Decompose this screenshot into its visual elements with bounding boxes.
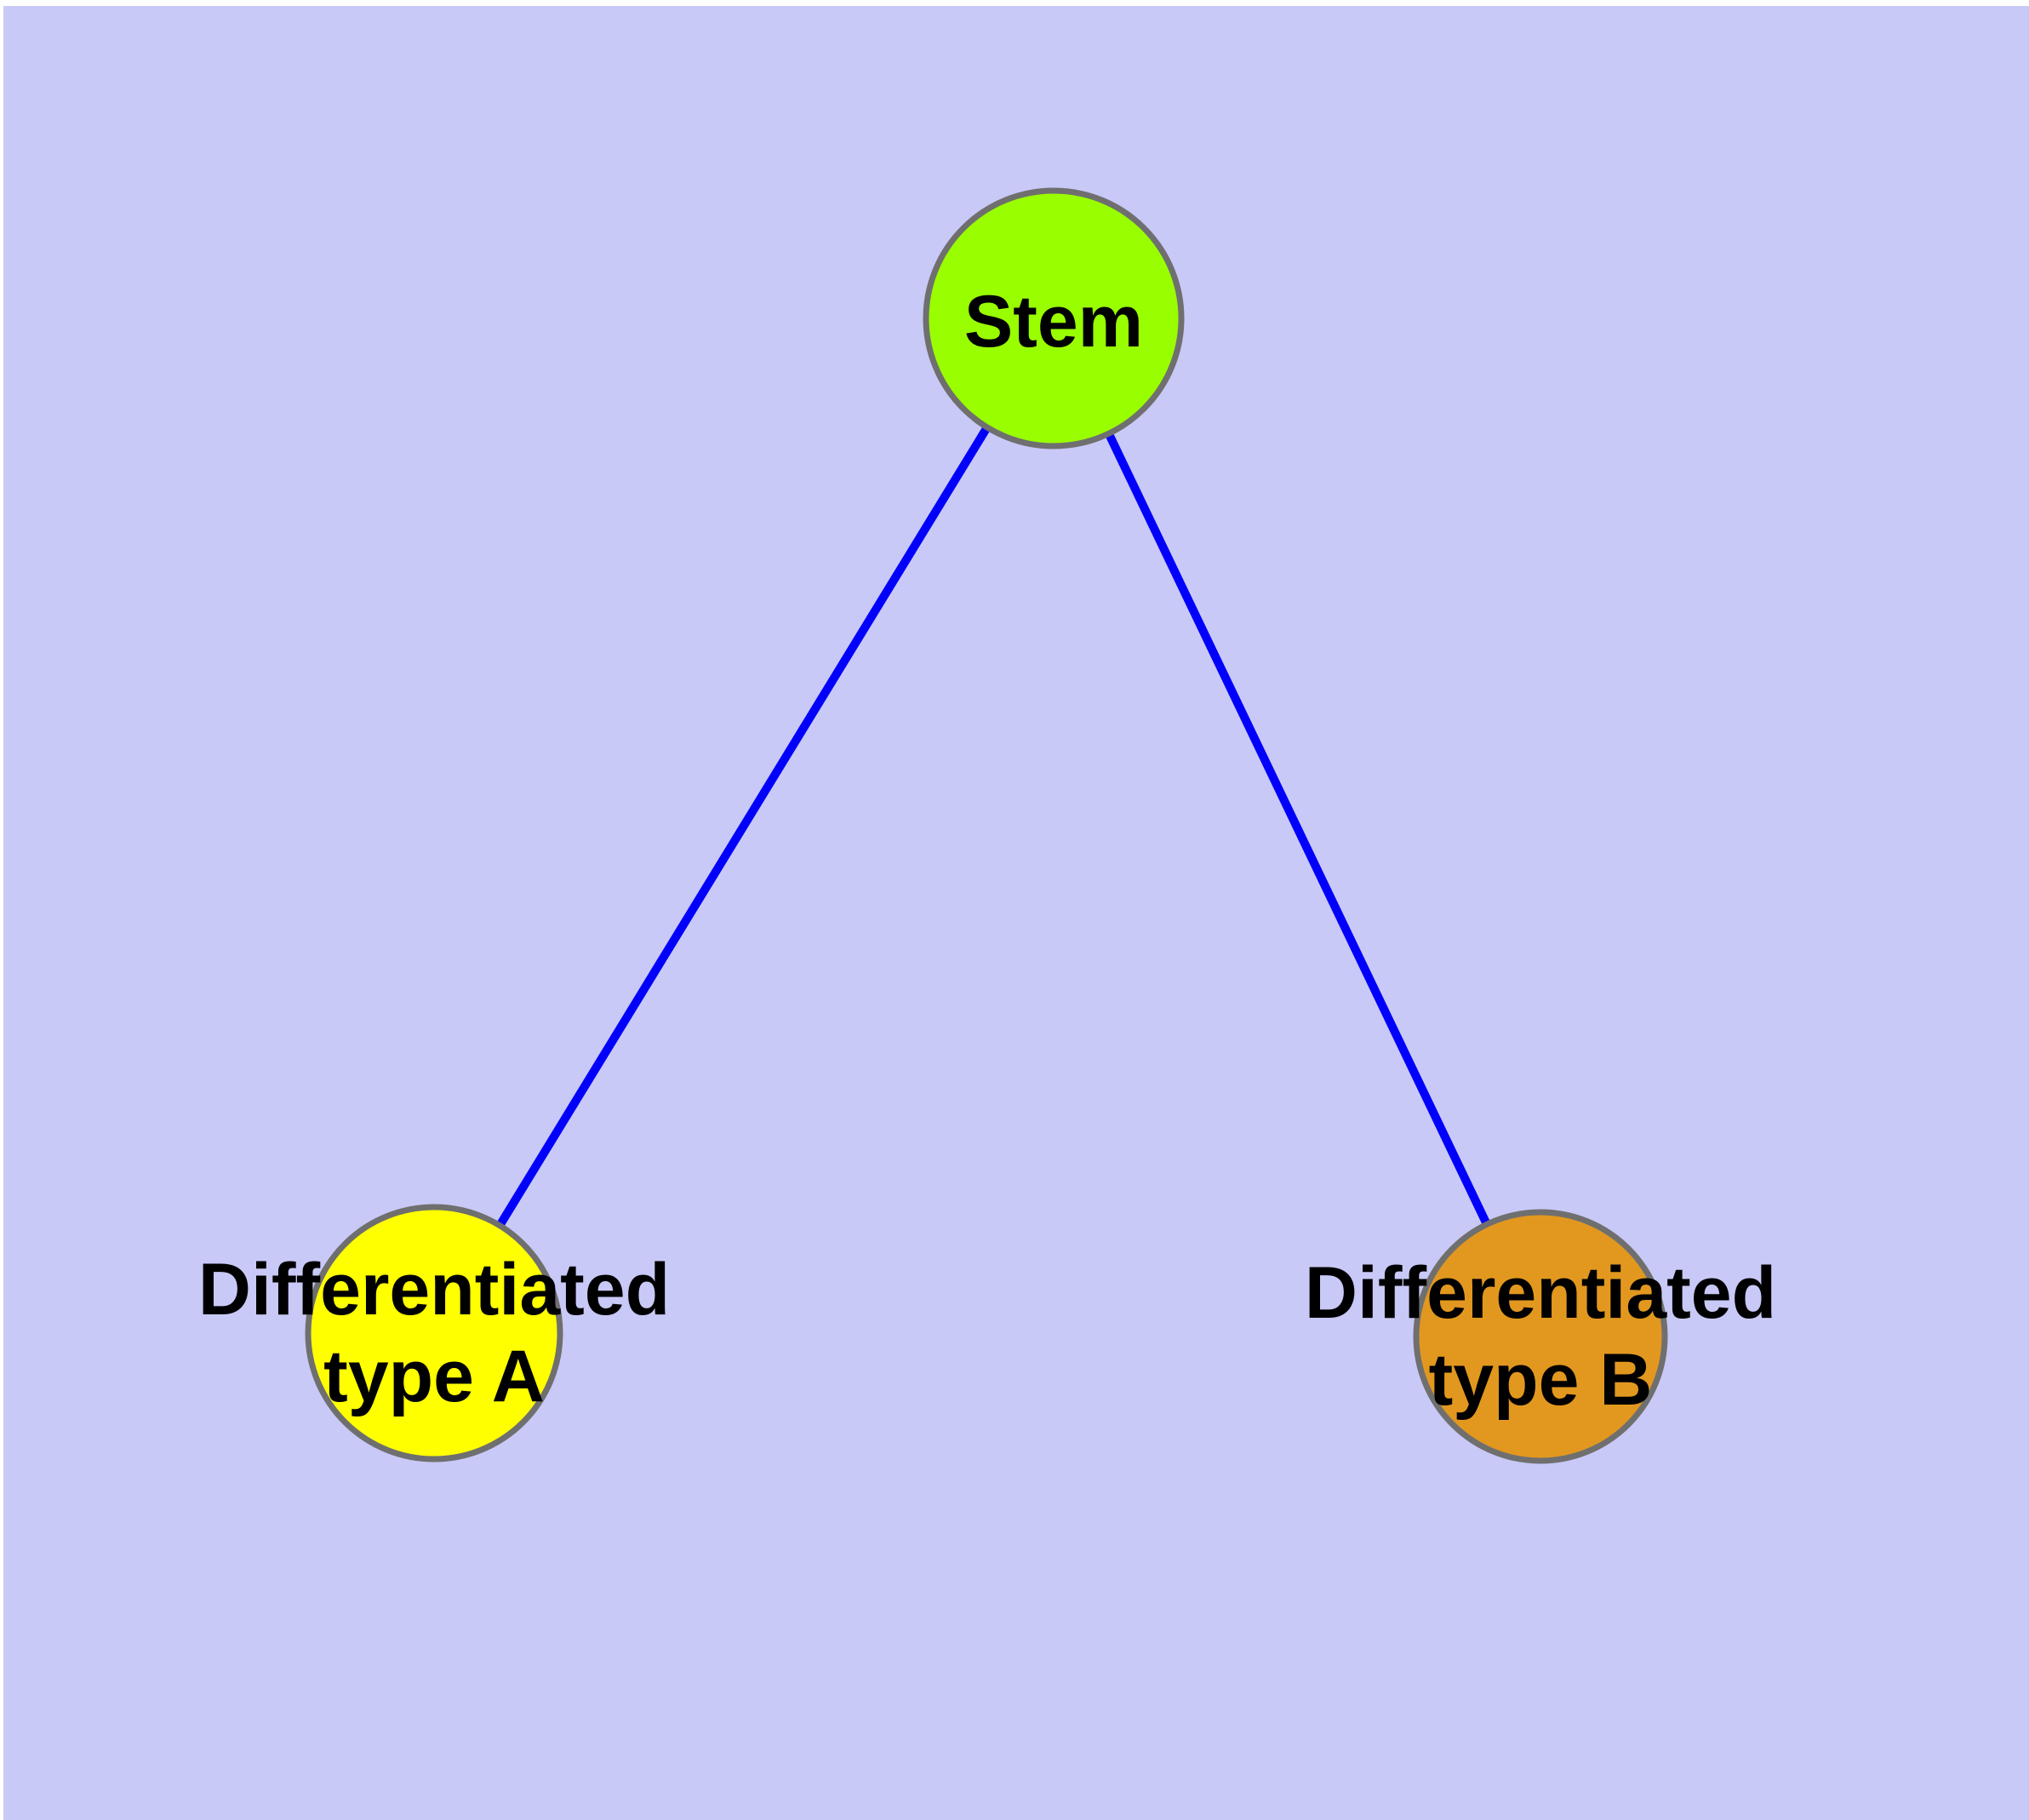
node-differentiated-type-b xyxy=(1413,1209,1668,1464)
edge-stem-to-type-a xyxy=(430,316,1058,1336)
node-stem xyxy=(923,187,1185,449)
node-differentiated-type-a xyxy=(305,1204,563,1462)
edge-stem-to-type-b xyxy=(1049,316,1545,1339)
